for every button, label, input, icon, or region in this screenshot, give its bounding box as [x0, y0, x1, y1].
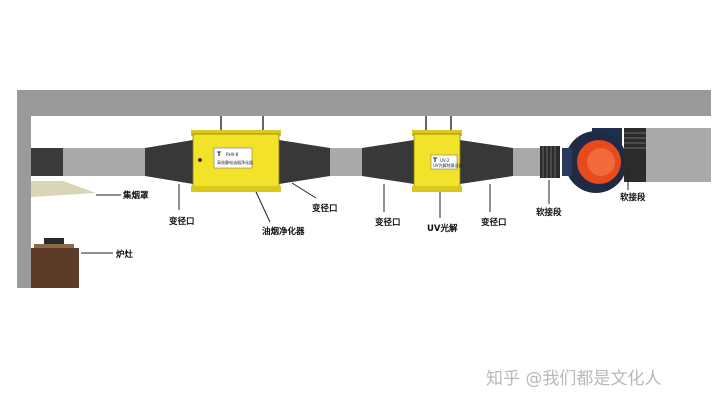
exhaust-fan [562, 128, 627, 193]
label-reducer-4: 变径口 [481, 217, 507, 228]
left-wall [17, 90, 31, 288]
label-flex-1: 软接段 [536, 207, 562, 218]
label-flex-2: 软接段 [620, 192, 646, 203]
duct-segment-1 [63, 148, 145, 176]
hangers [220, 116, 452, 132]
label-uv: UV光解 [427, 223, 458, 234]
purifier-brand: T [217, 151, 222, 158]
smoke-hood [31, 181, 96, 197]
ceiling-slab [17, 90, 711, 116]
uv-model: UV-2 [440, 158, 450, 163]
reducer-cone-1 [145, 140, 193, 184]
uv-photolysis-unit: T UV-2 UV光解除臭设备 [412, 130, 463, 192]
label-reducer-3: 变径口 [375, 217, 401, 228]
label-reducer-1: 变径口 [169, 216, 195, 227]
flex-connector-2 [624, 128, 646, 182]
purifier-model: RHX-8 [226, 152, 239, 157]
duct-segment-outlet [646, 128, 711, 182]
duct-segment-2 [330, 148, 362, 176]
watermark: 知乎 @我们都是文化人 [486, 369, 661, 389]
reducer-cone-2 [279, 140, 330, 184]
uv-brand: T [433, 157, 438, 164]
label-stove: 炉灶 [116, 249, 134, 260]
oil-fume-purifier: T RHX-8 高效静电油烟净化器 [191, 130, 281, 192]
label-purifier: 油烟净化器 [262, 226, 305, 237]
label-reducer-2: 变径口 [312, 203, 338, 214]
leader-lines [81, 170, 629, 254]
uv-caption: UV光解除臭设备 [433, 162, 463, 168]
reducer-cone-3 [362, 140, 414, 184]
reducer-cone-4 [460, 140, 513, 184]
purifier-caption: 高效静电油烟净化器 [217, 159, 253, 165]
flex-connector-1 [540, 146, 560, 178]
label-hood: 集烟罩 [122, 190, 149, 201]
stove [31, 238, 79, 288]
duct-segment-inlet [31, 148, 63, 176]
duct-segment-3 [513, 148, 540, 176]
